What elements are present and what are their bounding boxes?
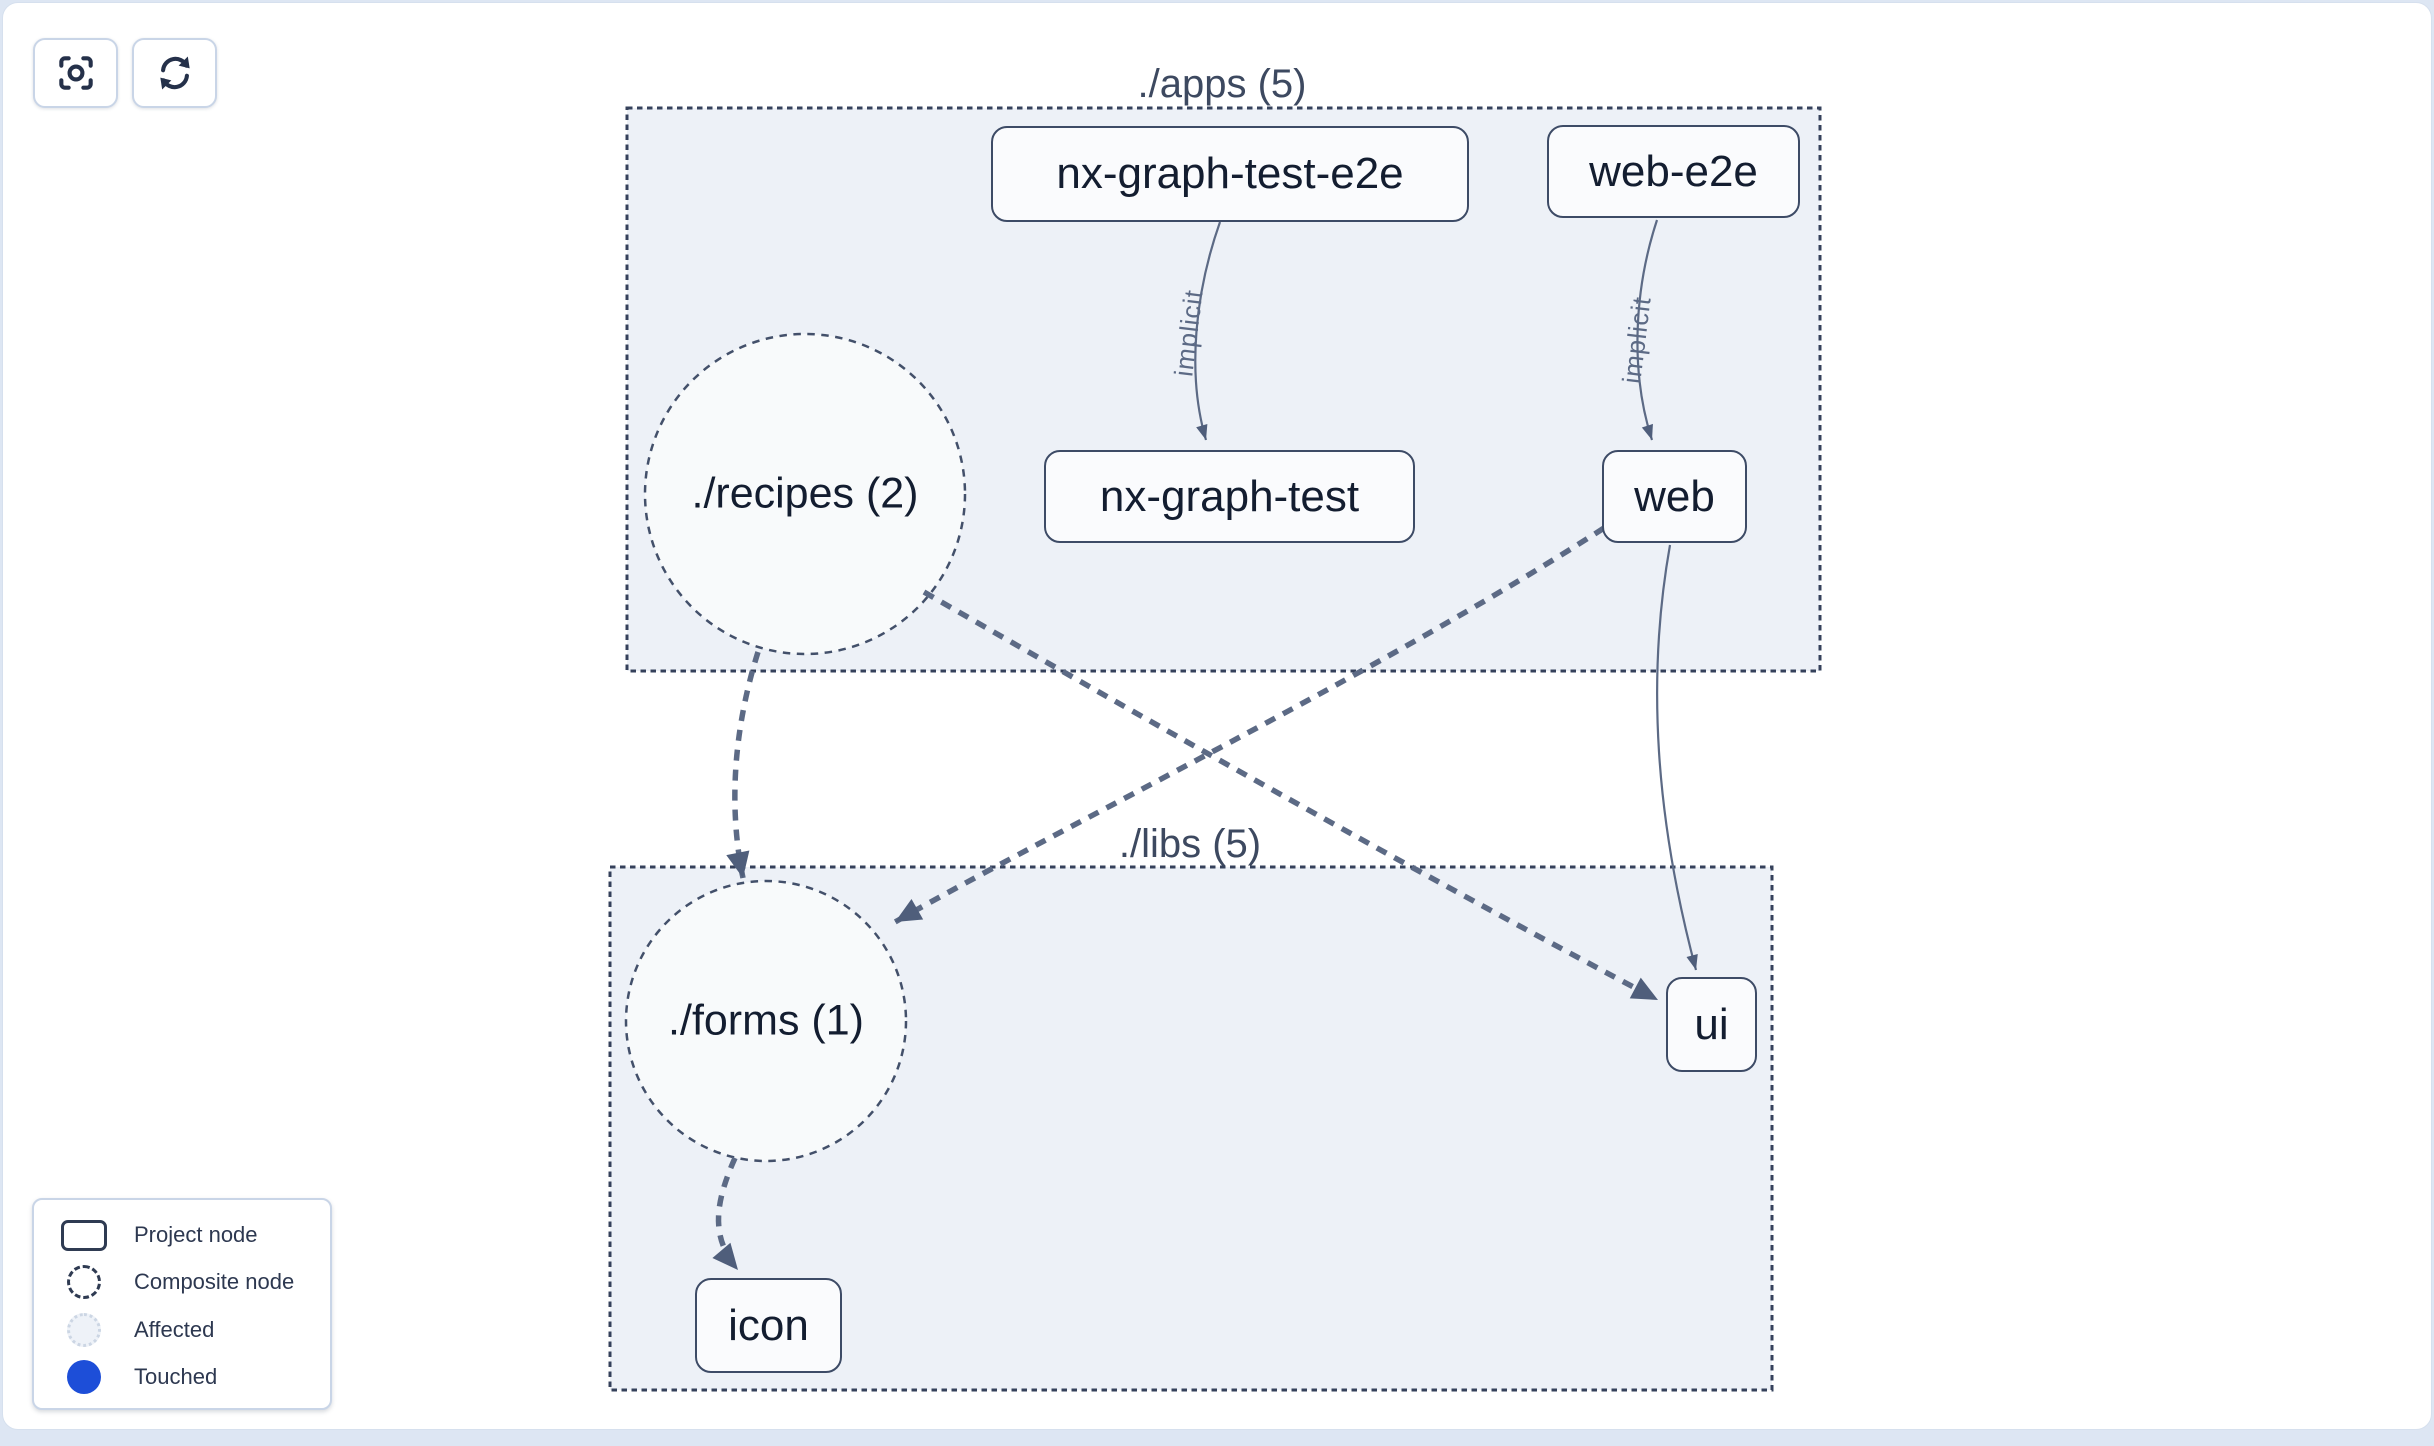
edge-web-e2e-to-web	[1636, 219, 1659, 441]
node-label: nx-graph-test	[1099, 471, 1360, 521]
composite-node-recipes-circle[interactable]	[643, 332, 967, 656]
edge-forms-to-icon	[712, 1156, 741, 1272]
composite-node-forms-circle[interactable]	[624, 879, 908, 1163]
node-label: nx-graph-test-e2e	[1056, 149, 1404, 198]
legend-item-project-node: Project node	[34, 1212, 330, 1258]
focus-crosshair-icon	[58, 56, 93, 90]
legend-label: Touched	[134, 1363, 218, 1389]
node-label: ui	[1694, 999, 1729, 1049]
legend-item-composite-node: Composite node	[34, 1259, 330, 1305]
legend-label: Affected	[134, 1316, 215, 1342]
legend-item-touched: Touched	[34, 1354, 330, 1400]
node-label: web-e2e	[1589, 146, 1758, 196]
legend-panel: Project node Composite node Affected Tou…	[32, 1198, 332, 1410]
edge-nx-graph-test-e2e-to-nx-graph-test	[1194, 221, 1222, 441]
node-label: web	[1634, 471, 1715, 521]
refresh-button[interactable]	[132, 38, 217, 108]
focus-button[interactable]	[33, 38, 118, 108]
edge-recipes-to-ui	[922, 589, 1660, 1003]
project-node-icon[interactable]: icon	[695, 1278, 842, 1373]
refresh-icon	[159, 56, 190, 90]
group-apps-title: ./apps (5)	[1137, 62, 1307, 106]
project-node-nx-graph-test[interactable]: nx-graph-test	[1044, 450, 1415, 543]
project-node-nx-graph-test-e2e[interactable]: nx-graph-test-e2e	[991, 126, 1469, 222]
edge-web-to-ui	[1656, 544, 1698, 971]
legend-label: Project node	[134, 1222, 258, 1247]
affected-swatch	[67, 1312, 101, 1347]
project-node-ui[interactable]: ui	[1666, 977, 1757, 1072]
group-libs-title: ./libs (5)	[1118, 822, 1262, 866]
project-node-swatch	[61, 1219, 107, 1251]
legend-label: Composite node	[134, 1269, 295, 1295]
legend-item-affected: Affected	[34, 1307, 330, 1353]
edge-recipes-to-forms	[726, 651, 761, 879]
project-node-web[interactable]: web	[1602, 450, 1747, 543]
node-label: icon	[728, 1300, 809, 1350]
touched-swatch	[67, 1359, 101, 1394]
composite-node-swatch	[67, 1265, 101, 1300]
project-node-web-e2e[interactable]: web-e2e	[1547, 125, 1800, 218]
